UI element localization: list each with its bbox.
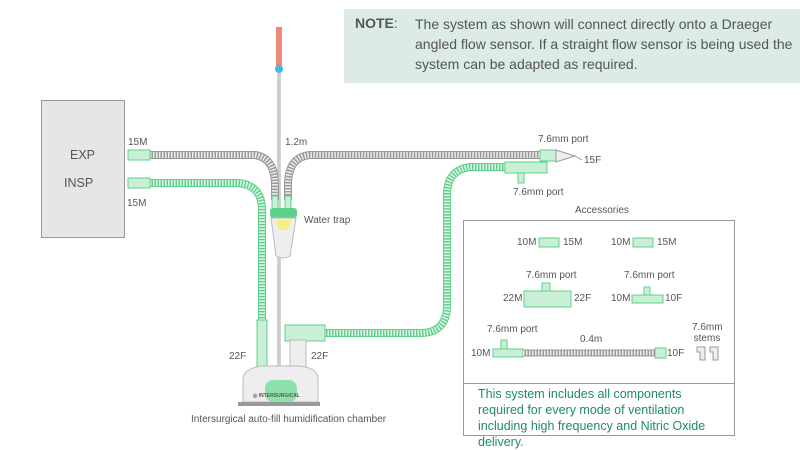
extension-right: 10F	[667, 348, 685, 359]
chamber-caption: Intersurgical auto-fill humidification c…	[191, 414, 387, 425]
exp-label: EXP	[70, 148, 96, 162]
accessory-drawings	[492, 237, 667, 359]
svg-text:◎ INTERSURGICAL: ◎ INTERSURGICAL	[253, 393, 300, 399]
extension-left: 10M	[471, 348, 491, 359]
connectors	[127, 149, 583, 371]
probe-length-label: 1.2m	[285, 137, 308, 148]
stems-icon	[696, 346, 719, 361]
expiratory-limb	[150, 151, 545, 200]
tpiece-small-left: 10M	[611, 293, 631, 304]
ventilator-box	[41, 100, 125, 238]
adapter2-left: 10M	[611, 237, 631, 248]
water-trap-label: Water trap	[304, 215, 351, 226]
tpiece-large-port: 7.6mm port	[526, 270, 577, 281]
note-panel: NOTE: The system as shown will connect d…	[344, 9, 800, 83]
extension-length: 0.4m	[580, 334, 603, 345]
wye-patient-label: 15F	[584, 155, 602, 166]
water-trap	[270, 195, 297, 259]
accessories-panel	[463, 220, 735, 436]
adapter1-right: 15M	[563, 237, 583, 248]
exp-port-label: 15M	[128, 137, 148, 148]
inspiratory-limb	[150, 163, 505, 337]
insp-port-label: 15M	[127, 198, 147, 209]
adapter1-left: 10M	[517, 237, 537, 248]
wye-port-top-label: 7.6mm port	[538, 134, 589, 145]
chamber-out-label: 22F	[311, 351, 329, 362]
accessories-footer: This system includes all components requ…	[478, 387, 706, 449]
wye-port-bottom-label: 7.6mm port	[513, 187, 564, 198]
tpiece-small-right: 10F	[665, 293, 683, 304]
tpiece-large-right: 22F	[574, 293, 592, 304]
humidification-chamber: ◎ INTERSURGICAL	[238, 365, 320, 406]
note-heading: NOTE:	[355, 15, 398, 31]
accessories-divider	[463, 383, 735, 384]
insp-label: INSP	[64, 176, 94, 190]
stems-label: 7.6mm stems	[692, 322, 723, 344]
note-text: The system as shown will connect directl…	[415, 16, 793, 72]
chamber-in-label: 22F	[229, 351, 247, 362]
tpiece-small-port: 7.6mm port	[624, 270, 675, 281]
extension-port: 7.6mm port	[487, 324, 538, 335]
adapter2-right: 15M	[657, 237, 677, 248]
tpiece-large-left: 22M	[503, 293, 523, 304]
accessories-title: Accessories	[575, 205, 629, 216]
